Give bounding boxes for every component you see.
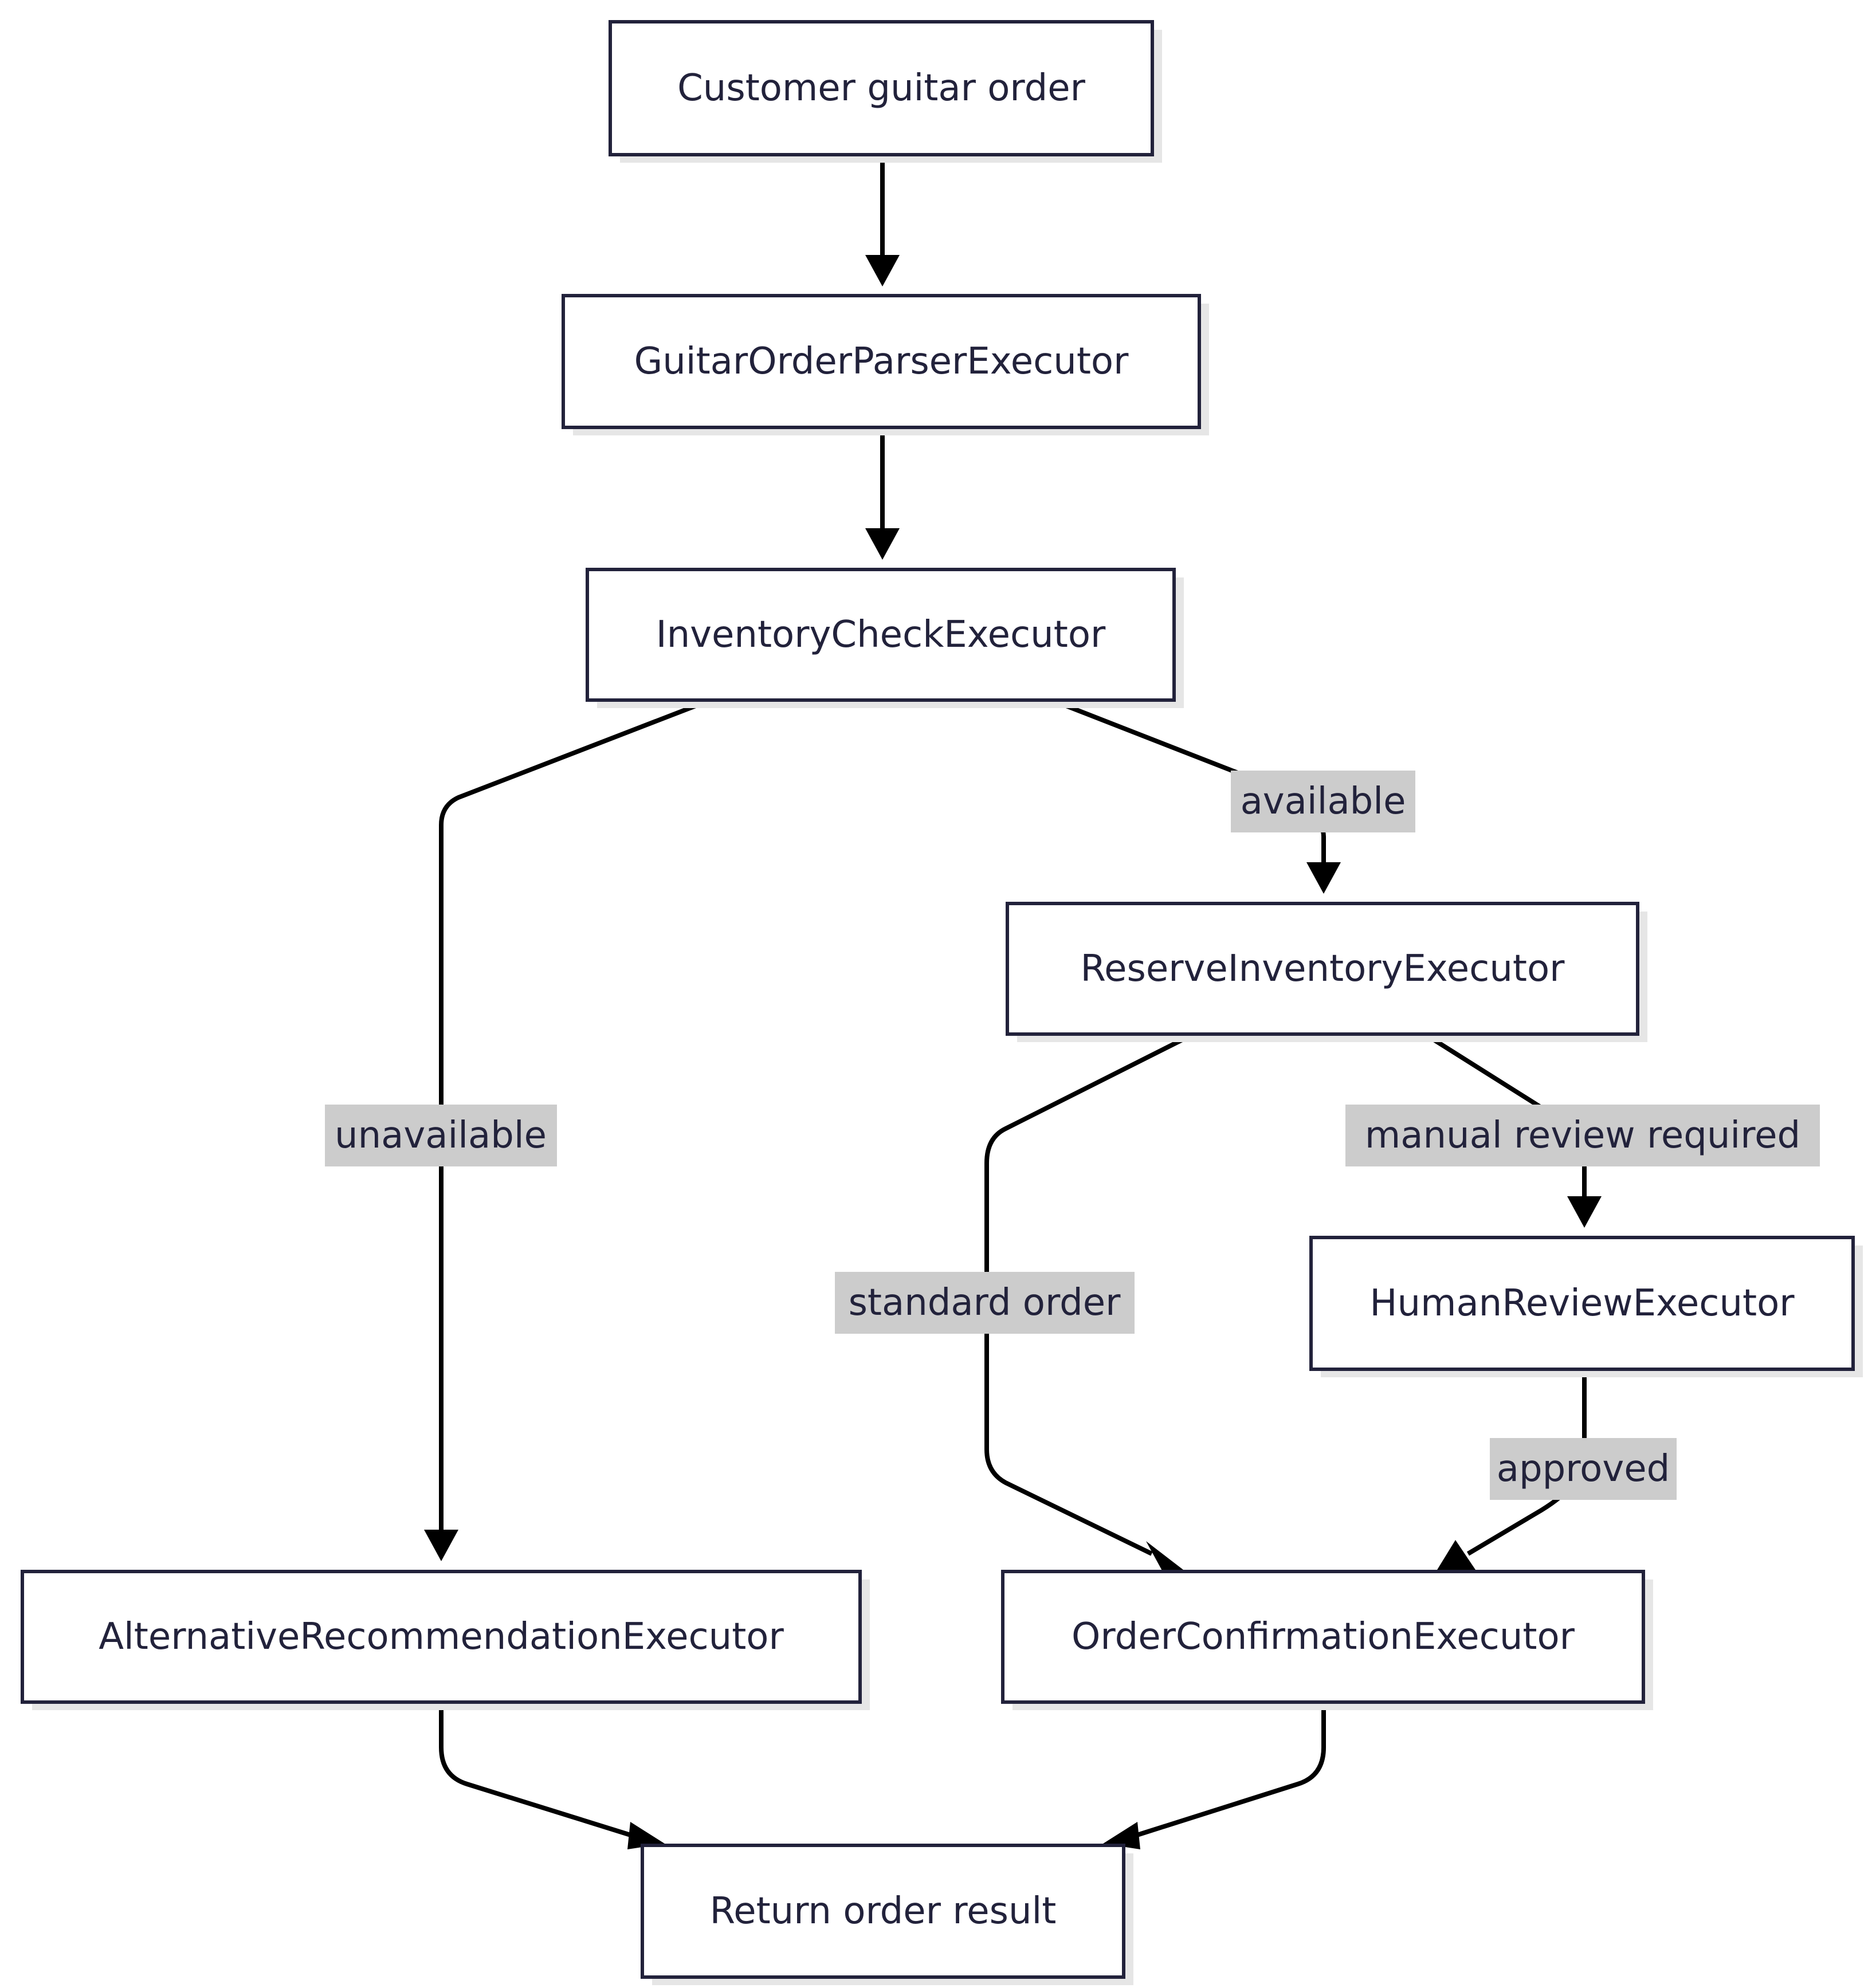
- edge-labels: available unavailable manual review requ…: [325, 771, 1820, 1500]
- node-box: [1309, 1236, 1855, 1371]
- node-label: OrderConfirmationExecutor: [1072, 1616, 1575, 1658]
- node-reserve-inventory: ReserveInventoryExecutor: [1006, 902, 1647, 1042]
- arrow-head-icon: [627, 1822, 665, 1849]
- edge-label-approved: approved: [1497, 1448, 1670, 1490]
- node-label: Customer guitar order: [677, 67, 1086, 109]
- arrow-head-icon: [424, 1530, 458, 1561]
- edge-label-manual-review-required: manual review required: [1365, 1114, 1800, 1157]
- node-box: [609, 20, 1154, 156]
- node-label: AlternativeRecommendationExecutor: [99, 1616, 784, 1658]
- label-background: [1231, 771, 1415, 832]
- node-order-confirmation: OrderConfirmationExecutor: [1001, 1570, 1653, 1710]
- arrow-head-icon: [1306, 862, 1341, 894]
- nodes: Customer guitar order GuitarOrderParserE…: [21, 20, 1863, 1985]
- edge-alternative-to-return: [439, 1703, 637, 1839]
- edge-inventory-to-alternative: [439, 698, 712, 1531]
- edge-label-standard-order: standard order: [849, 1282, 1121, 1324]
- node-label: InventoryCheckExecutor: [656, 614, 1106, 656]
- node-parser: GuitarOrderParserExecutor: [562, 294, 1209, 435]
- node-label: ReserveInventoryExecutor: [1081, 948, 1565, 990]
- arrow-head-icon: [865, 528, 900, 560]
- node-label: Return order result: [710, 1890, 1057, 1932]
- node-inventory-check: InventoryCheckExecutor: [586, 568, 1184, 708]
- label-background: [835, 1272, 1135, 1334]
- node-label: GuitarOrderParserExecutor: [634, 340, 1129, 383]
- arrow-head-icon: [865, 255, 900, 286]
- node-label: HumanReviewExecutor: [1369, 1282, 1795, 1325]
- label-background: [1490, 1438, 1677, 1500]
- edge-confirmation-to-return: [1131, 1703, 1326, 1839]
- node-box: [641, 1844, 1125, 1979]
- arrow-head-icon: [1435, 1540, 1475, 1573]
- arrow-head-icon: [1146, 1541, 1183, 1573]
- node-box: [1001, 1570, 1645, 1704]
- node-human-review: HumanReviewExecutor: [1309, 1236, 1863, 1377]
- node-alternative-recommendation: AlternativeRecommendationExecutor: [21, 1570, 870, 1710]
- node-customer-order: Customer guitar order: [609, 20, 1162, 163]
- arrow-head-icon: [1103, 1822, 1140, 1849]
- edge-label-available: available: [1241, 780, 1406, 823]
- node-box: [562, 294, 1201, 429]
- label-background: [1345, 1105, 1820, 1166]
- node-box: [21, 1570, 862, 1704]
- arrow-head-icon: [1567, 1196, 1602, 1228]
- edge-label-unavailable: unavailable: [335, 1114, 547, 1157]
- node-box: [1006, 902, 1639, 1036]
- node-return-result: Return order result: [641, 1844, 1133, 1985]
- label-background: [325, 1105, 557, 1166]
- node-box: [586, 568, 1176, 702]
